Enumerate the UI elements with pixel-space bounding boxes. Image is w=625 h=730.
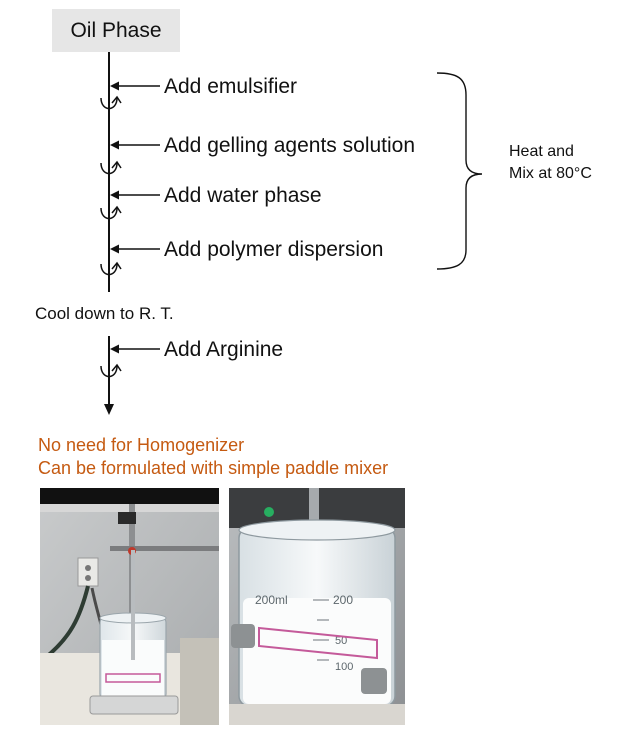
beaker-mark-100: 100	[335, 661, 353, 673]
cool-down-label: Cool down to R. T.	[35, 304, 174, 323]
step-add-arginine: Add Arginine	[164, 338, 284, 361]
beaker-closeup-photo: 200ml 200 50 100	[229, 488, 405, 725]
input-arrow	[110, 190, 160, 200]
beaker-mark-50: 50	[335, 635, 347, 647]
note-simple-paddle-mixer: Can be formulated with simple paddle mix…	[38, 458, 389, 478]
heat-mix-bracket	[436, 72, 483, 270]
heat-mix-label: Heat and Mix at 80°C	[509, 141, 592, 185]
flow-end-arrowhead	[104, 404, 114, 415]
heat-mix-line-2: Mix at 80°C	[509, 165, 592, 182]
input-arrow	[110, 344, 160, 354]
oil-phase-label: Oil Phase	[70, 18, 162, 42]
stir-icon	[100, 160, 122, 175]
stir-icon	[100, 261, 122, 276]
input-arrow	[110, 244, 160, 254]
heat-mix-line-1: Heat and	[509, 143, 574, 160]
step-add-gelling-agents: Add gelling agents solution	[164, 134, 416, 157]
note-no-homogenizer: No need for Homogenizer	[38, 435, 245, 455]
stir-icon	[100, 95, 122, 110]
step-add-water-phase: Add water phase	[164, 184, 322, 207]
input-arrow	[110, 140, 160, 150]
step-add-emulsifier: Add emulsifier	[164, 75, 298, 98]
beaker-setup-photo	[40, 488, 219, 725]
step-add-polymer-dispersion: Add polymer dispersion	[164, 238, 384, 261]
beaker-mark-200: 200	[333, 593, 353, 607]
stir-icon	[100, 205, 122, 220]
stir-icon	[100, 363, 122, 378]
input-arrow	[110, 81, 160, 91]
flow-diagram	[100, 52, 483, 415]
oil-phase-box: Oil Phase	[52, 9, 180, 52]
beaker-mark-200ml: 200ml	[255, 593, 288, 607]
